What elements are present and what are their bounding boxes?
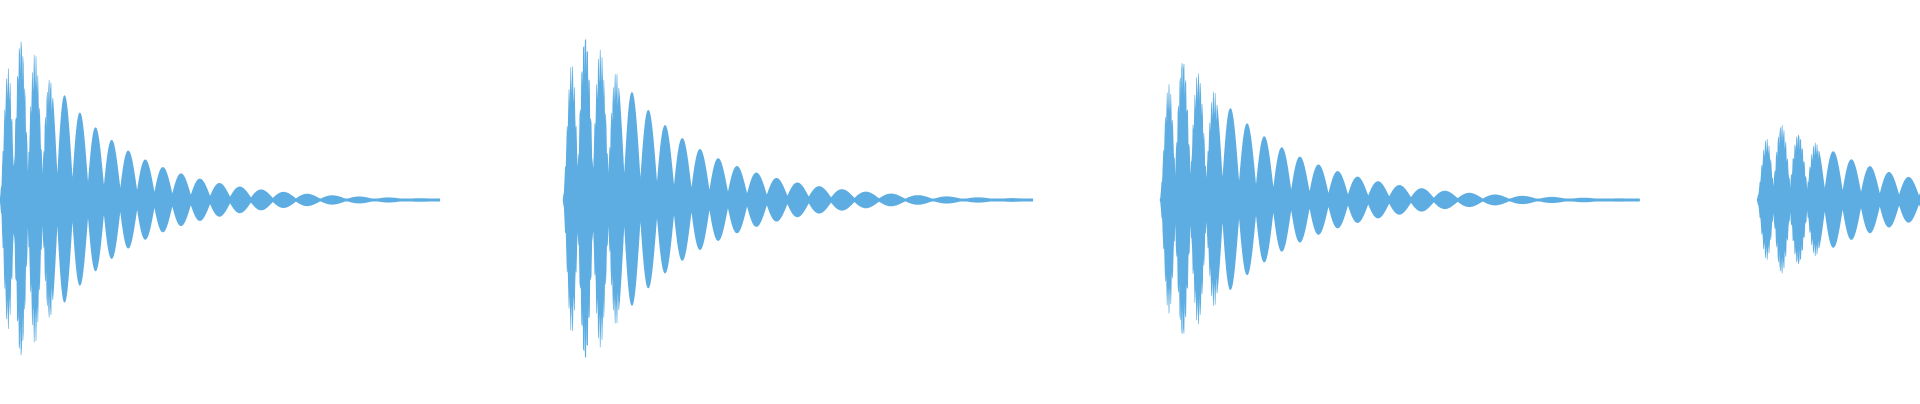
waveform-burst-3	[1159, 63, 1640, 335]
waveform-burst-1	[0, 41, 441, 356]
waveform-burst-2	[562, 38, 1034, 359]
